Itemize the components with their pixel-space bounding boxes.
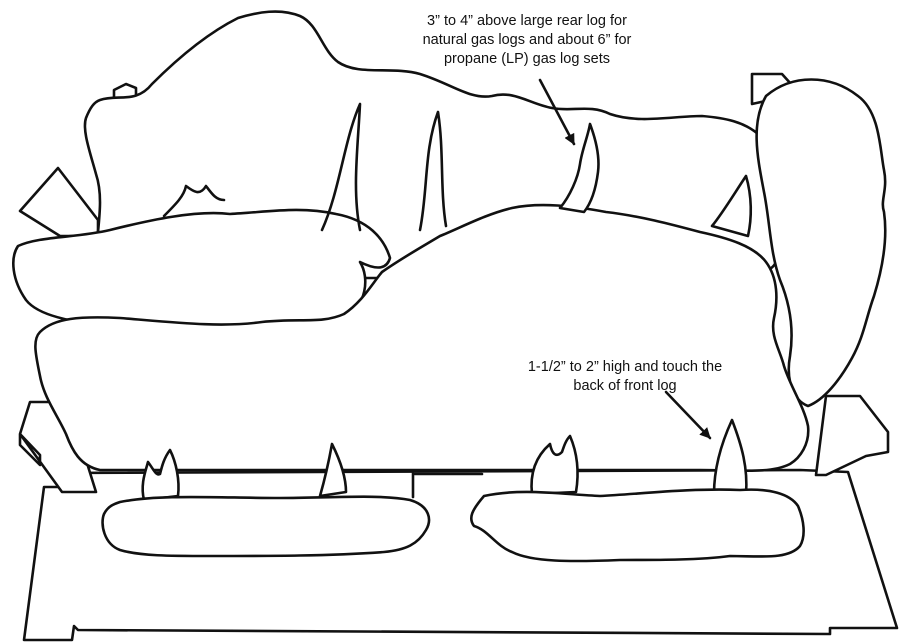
- left-upper-bracket: [20, 168, 98, 236]
- front-left-log: [103, 497, 429, 556]
- front-flame-note-line-2: back of front log: [490, 377, 760, 396]
- front-flame-height-note: 1-1/2” to 2” high and touch the back of …: [490, 358, 760, 396]
- rear-flame-note-line-3: propane (LP) gas log sets: [382, 50, 672, 69]
- right-lower-bracket: [816, 396, 888, 475]
- rear-flame-note-line-1: 3” to 4” above large rear log for: [382, 12, 672, 31]
- rear-flame-note-line-2: natural gas logs and about 6” for: [382, 31, 672, 50]
- rear-flame-height-note: 3” to 4” above large rear log for natura…: [382, 12, 672, 69]
- front-right-log: [471, 490, 803, 561]
- front-flame-note-line-1: 1-1/2” to 2” high and touch the: [490, 358, 760, 377]
